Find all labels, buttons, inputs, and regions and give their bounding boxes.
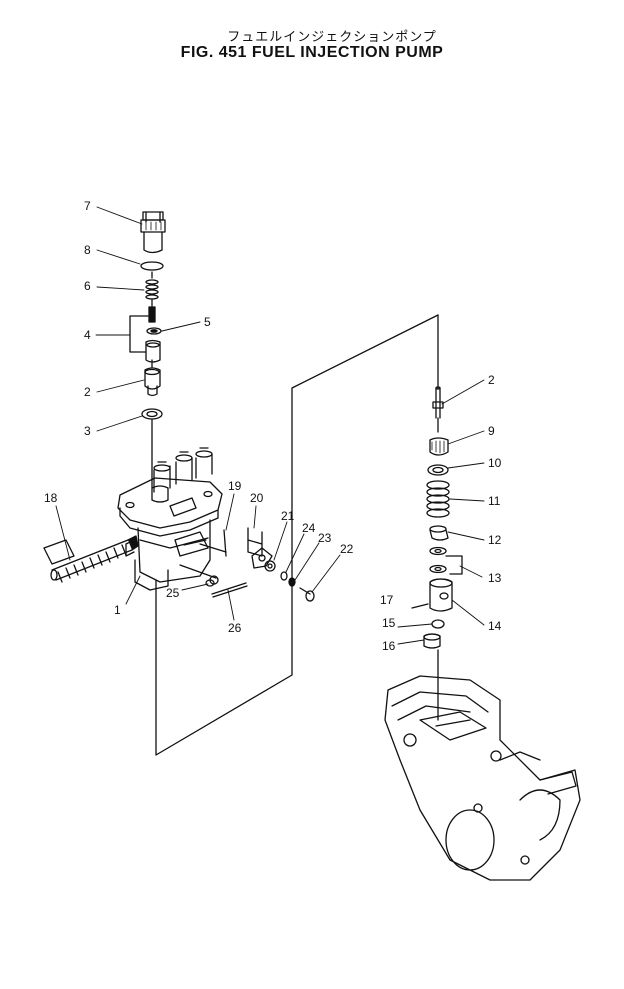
label-16: 16 [382,639,396,653]
part-plunger-barrel-left [144,367,161,397]
label-6: 6 [84,279,91,293]
label-26: 26 [228,621,242,635]
part-bracket [247,527,263,557]
part-delivery-valve [145,306,161,363]
part-delivery-valve-holder [140,211,166,254]
label-12: 12 [488,533,502,547]
part-shims [429,546,463,575]
label-4: 4 [84,328,91,342]
grouping-frame-line [155,314,439,756]
part-plug [205,579,215,587]
label-22: 22 [340,542,354,556]
label-21: 21 [281,509,295,523]
part-number-labels: 7 8 6 4 5 2 3 18 1 19 20 21 24 23 22 25 … [44,199,502,653]
label-3: 3 [84,424,91,438]
part-spring-long [43,535,139,583]
part-tappet [429,578,453,612]
label-8: 8 [84,243,91,257]
part-washer-small [146,327,162,335]
label-24: 24 [302,521,316,535]
label-18: 18 [44,491,58,505]
label-13: 13 [488,571,502,585]
label-19: 19 [228,479,242,493]
label-9: 9 [488,424,495,438]
label-2-left: 2 [84,385,91,399]
part-spring-seat-upper [427,464,449,476]
leader-lines [55,206,485,645]
label-15: 15 [382,616,396,630]
label-17: 17 [380,593,394,607]
part-control-sleeve [429,437,449,456]
part-plunger-spring [426,480,450,518]
title-japanese: フュエルインジェクションポンプ [227,29,437,44]
label-2-right: 2 [488,373,495,387]
label-23: 23 [318,531,332,545]
part-spring-seat-lower [429,525,449,541]
label-25: 25 [166,586,180,600]
label-1: 1 [114,603,121,617]
label-20: 20 [250,491,264,505]
part-spring-small [145,279,159,300]
part-rod [211,582,248,598]
label-7: 7 [84,199,91,213]
label-10: 10 [488,456,502,470]
part-plunger-right [432,386,444,433]
label-11: 11 [488,494,501,508]
part-pin [223,529,227,557]
part-pump-housing [117,447,227,591]
bracket-4 [129,315,149,353]
figure-title: FIG. 451 FUEL INJECTION PUMP [180,44,444,61]
part-tappet-pin [411,603,429,609]
part-gasket [141,408,163,420]
part-o-ring [140,261,164,271]
part-control-lever [251,547,276,572]
label-14: 14 [488,619,502,633]
part-bolt [299,587,315,602]
part-gear-case [384,649,581,881]
part-washers [280,571,296,587]
label-5: 5 [204,315,211,329]
